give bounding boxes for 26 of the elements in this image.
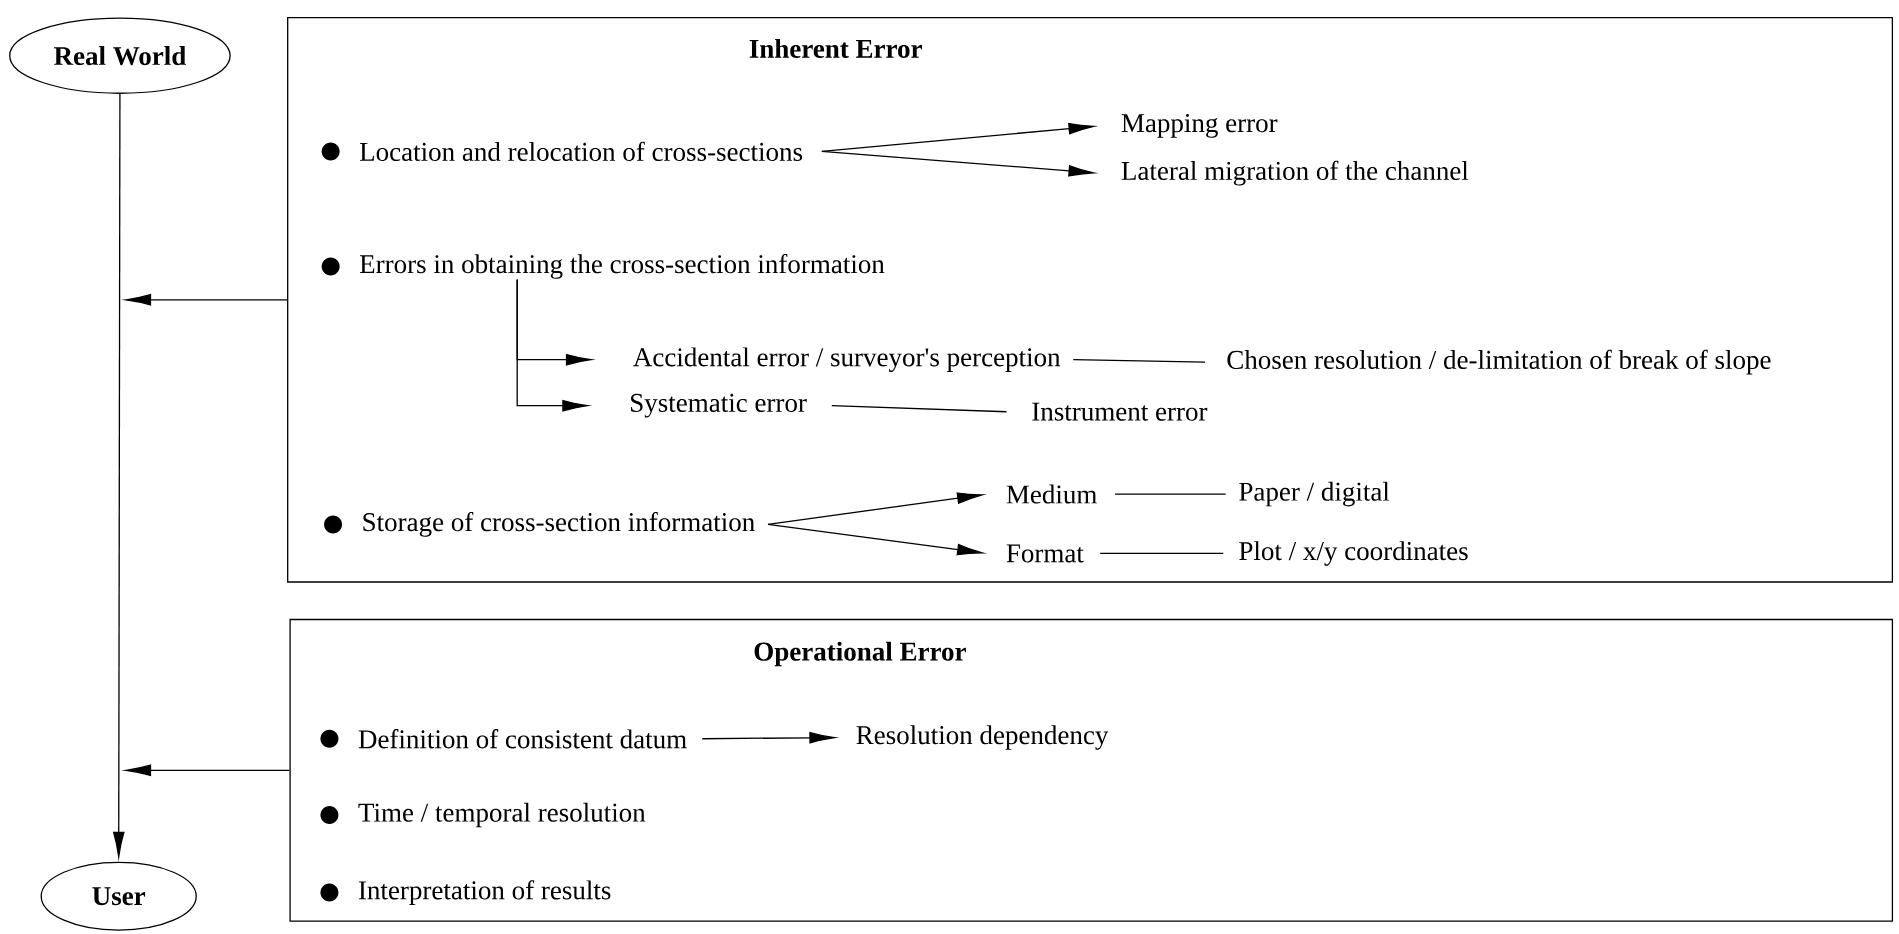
item-text: Interpretation of results <box>358 880 611 905</box>
ellipse-node: User <box>40 861 197 931</box>
connector-line <box>1099 552 1224 555</box>
arrow <box>112 93 125 858</box>
item-text: Format <box>1006 544 1084 563</box>
item-text: Errors in obtaining the cross-section information <box>359 254 885 279</box>
connector-line <box>1072 359 1206 363</box>
item-text: Accidental error / surveyor's perception <box>633 347 1061 372</box>
item-text: Plot / x/y coordinates <box>1239 541 1468 566</box>
connector-line <box>831 405 1008 413</box>
item-text: Time / temporal resolution <box>358 802 646 828</box>
item-text: Chosen resolution / de-limitation of break of slope <box>1227 349 1771 375</box>
item-text: Paper / digital <box>1239 481 1390 507</box>
item-text: Location and relocation of cross-sections <box>359 141 803 161</box>
item-text: Storage of cross-section information <box>363 511 755 537</box>
arrow <box>821 122 1095 153</box>
item-text: Mapping error <box>1121 114 1278 138</box>
arrow <box>821 150 1095 177</box>
connector-line <box>1114 493 1227 495</box>
item-text: Systematic error <box>631 393 807 418</box>
item-text: Lateral migration of the channel <box>1121 160 1469 186</box>
item-text: Instrument error <box>1032 402 1208 421</box>
item-text: Medium <box>1006 484 1097 504</box>
item-text: Resolution dependency <box>856 725 1109 750</box>
ellipse-node: Real World <box>9 17 231 94</box>
item-text: Definition of consistent datum <box>358 729 687 749</box>
